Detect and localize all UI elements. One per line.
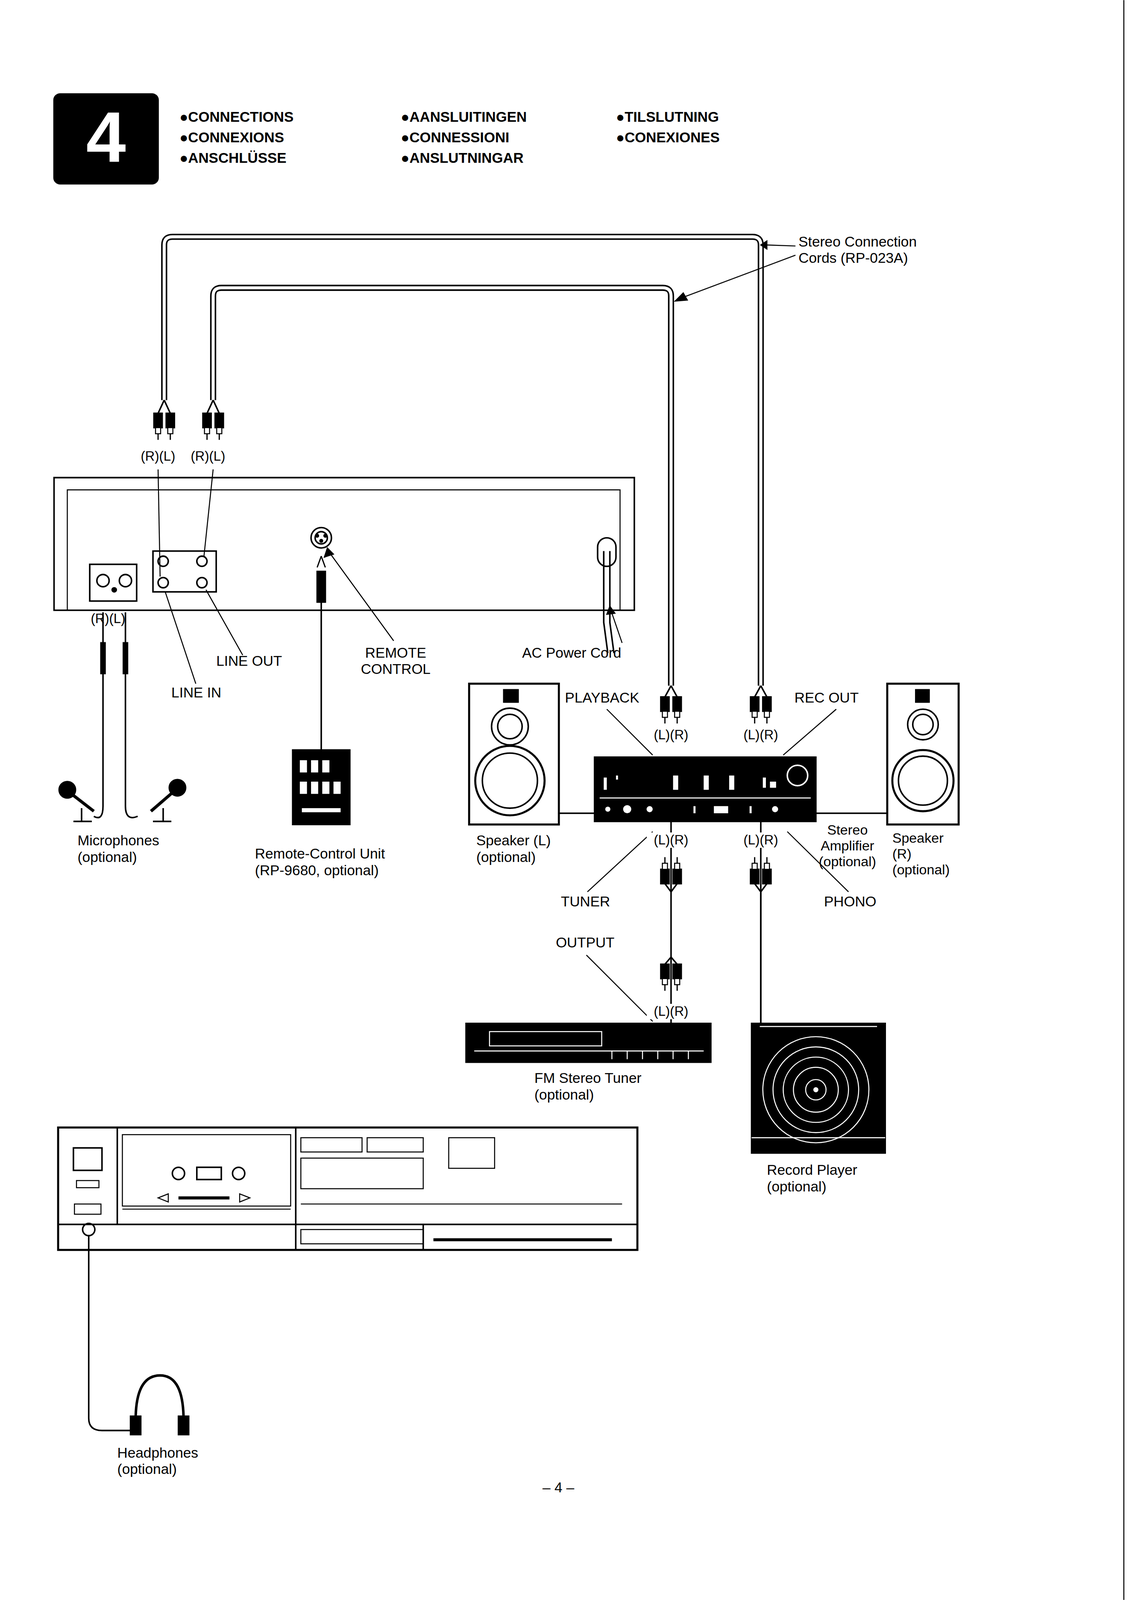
callout-label: (R)(L) [190, 448, 226, 464]
callout-label: PHONO [824, 893, 877, 910]
section-box [54, 93, 159, 184]
device-caption: FM Stereo Tuner (optional) [534, 1069, 662, 1103]
device-caption: Microphones (optional) [77, 832, 180, 866]
device-caption: Remote-Control Unit (RP-9680, optional) [255, 845, 408, 879]
record-player [751, 1023, 886, 1153]
device-box: Remote-Control Unit (RP-9680, optional) [292, 749, 350, 825]
device-caption: Speaker (L) (optional) [476, 832, 569, 866]
deck-front [58, 1126, 638, 1250]
callout-label: (L)(R) [646, 1003, 696, 1019]
section-heading: ●ANSLUTNINGAR [400, 149, 524, 167]
remote-unit [292, 749, 350, 825]
device-box: Headphones (optional) [120, 1371, 192, 1438]
device-box: Record Player (optional) [751, 1023, 886, 1153]
cable-line [670, 821, 672, 1024]
callout-label: LINE OUT [216, 652, 282, 669]
cable-line [759, 821, 762, 1024]
device-box: Microphones (optional) [55, 780, 189, 826]
callout-label: REMOTE CONTROL [353, 644, 438, 678]
device-caption: Speaker (R) (optional) [892, 829, 966, 878]
tuner [466, 1023, 711, 1062]
callout-label: OUTPUT [555, 934, 615, 951]
section-heading: ●ANSCHLÜSSE [179, 149, 287, 167]
callout-label: (R)(L) [90, 610, 126, 627]
callout-label: (L)(R) [646, 832, 696, 848]
device-box: Speaker (R) (optional) [887, 683, 959, 825]
callout-label: (L)(R) [736, 727, 786, 743]
device-caption: Record Player (optional) [766, 1161, 874, 1195]
section-heading: ●AANSLUITINGEN [400, 108, 527, 126]
callout-label: (L)(R) [646, 727, 696, 743]
callout-label: (R)(L) [140, 448, 176, 464]
callout-label: REC OUT [794, 689, 859, 706]
section-heading: ●CONNECTIONS [179, 108, 294, 126]
callout-label: – 4 – [542, 1478, 575, 1496]
device-box: Stereo Amplifier (optional) [594, 756, 816, 821]
callout-label: LINE IN [171, 684, 222, 701]
section-number: 4 [54, 95, 159, 178]
section-heading: ●TILSLUTNING [615, 108, 719, 126]
device-caption: Stereo Amplifier (optional) [807, 821, 888, 870]
cable-line [558, 812, 595, 814]
callout-label: PLAYBACK [565, 689, 640, 706]
callout-label: AC Power Cord [522, 644, 622, 661]
deck-rear-panel [54, 477, 635, 610]
device-box: FM Stereo Tuner (optional) [466, 1023, 711, 1062]
callout-label: TUNER [560, 893, 610, 910]
section-heading: ●CONEXIONES [615, 129, 720, 146]
section-heading: ●CONNEXIONS [179, 129, 285, 146]
cable-line [815, 812, 888, 814]
device-caption: Headphones (optional) [117, 1444, 220, 1478]
callout-label: Stereo Connection Cords (RP-023A) [798, 233, 936, 267]
section-heading: ●CONNESSIONI [400, 129, 510, 146]
device-box: Speaker (L) (optional) [469, 683, 559, 825]
amplifier [594, 756, 816, 822]
callout-label: (L)(R) [736, 832, 786, 848]
